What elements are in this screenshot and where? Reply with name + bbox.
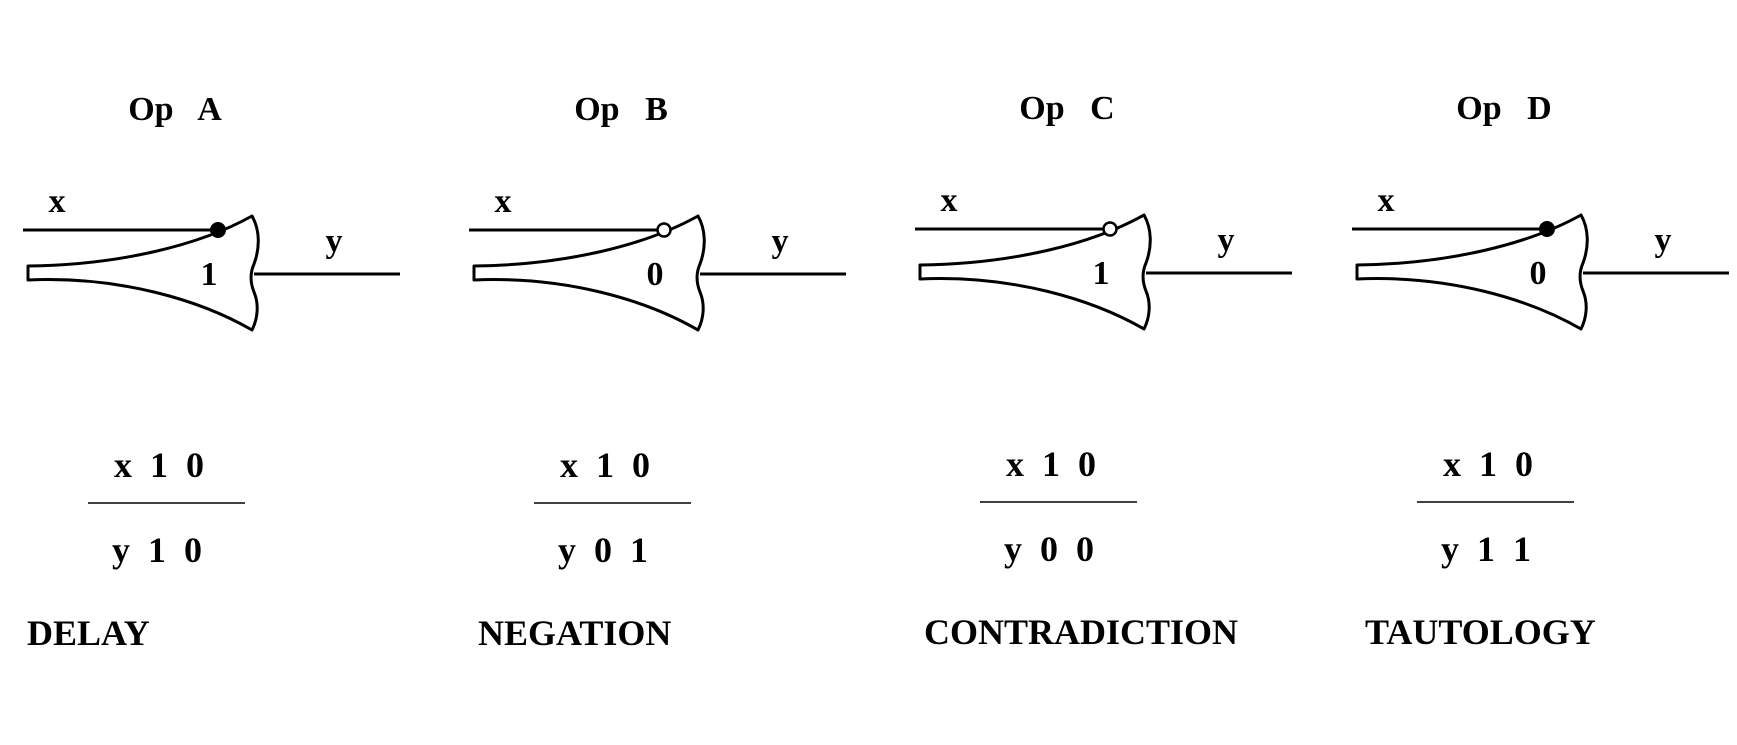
truth-table-output-row: y 0 0 [1004, 529, 1094, 569]
truth-table-input-row: x 1 0 [1443, 444, 1533, 484]
operator-name: TAUTOLOGY [1365, 612, 1596, 652]
truth-table-input-row: x 1 0 [114, 445, 204, 485]
operator-title: Op B [574, 91, 668, 128]
input-label: x [941, 182, 958, 219]
operator-a: Op A x y 1 x 1 0 y 1 0 DELAY [23, 91, 400, 653]
neuron-body [1355, 213, 1589, 331]
truth-table-input-row: x 1 0 [1006, 444, 1096, 484]
operator-name: DELAY [27, 613, 150, 653]
output-label: y [1218, 222, 1235, 259]
inhibitory-synapse [1102, 221, 1118, 237]
neuron-body [918, 213, 1152, 331]
neuron-body [472, 214, 706, 332]
neuron-body [26, 214, 260, 332]
input-label: x [495, 183, 512, 220]
inhibitory-synapse [656, 222, 672, 238]
operator-title: Op A [128, 91, 222, 128]
output-label: y [326, 223, 343, 260]
truth-table-input-row: x 1 0 [560, 445, 650, 485]
operator-title: Op D [1456, 90, 1551, 127]
truth-table-output-row: y 1 1 [1441, 529, 1531, 569]
threshold-value: 1 [1093, 255, 1110, 292]
operator-c: Op C x y 1 x 1 0 y 0 0 CONTRADICTION [915, 90, 1292, 652]
operator-b: Op B x y 0 x 1 0 y 0 1 NEGATION [469, 91, 846, 653]
excitatory-synapse [210, 222, 226, 238]
threshold-value: 1 [201, 256, 218, 293]
output-label: y [1655, 222, 1672, 259]
operator-name: CONTRADICTION [924, 612, 1238, 652]
operator-d: Op D x y 0 x 1 0 y 1 1 TAUTOLOGY [1352, 90, 1729, 652]
operator-name: NEGATION [478, 613, 671, 653]
input-label: x [49, 183, 66, 220]
excitatory-synapse [1539, 221, 1555, 237]
output-label: y [772, 223, 789, 260]
input-label: x [1378, 182, 1395, 219]
truth-table-output-row: y 1 0 [112, 530, 202, 570]
operator-title: Op C [1019, 90, 1114, 127]
threshold-value: 0 [1530, 255, 1547, 292]
threshold-value: 0 [647, 256, 664, 293]
truth-table-output-row: y 0 1 [558, 530, 648, 570]
